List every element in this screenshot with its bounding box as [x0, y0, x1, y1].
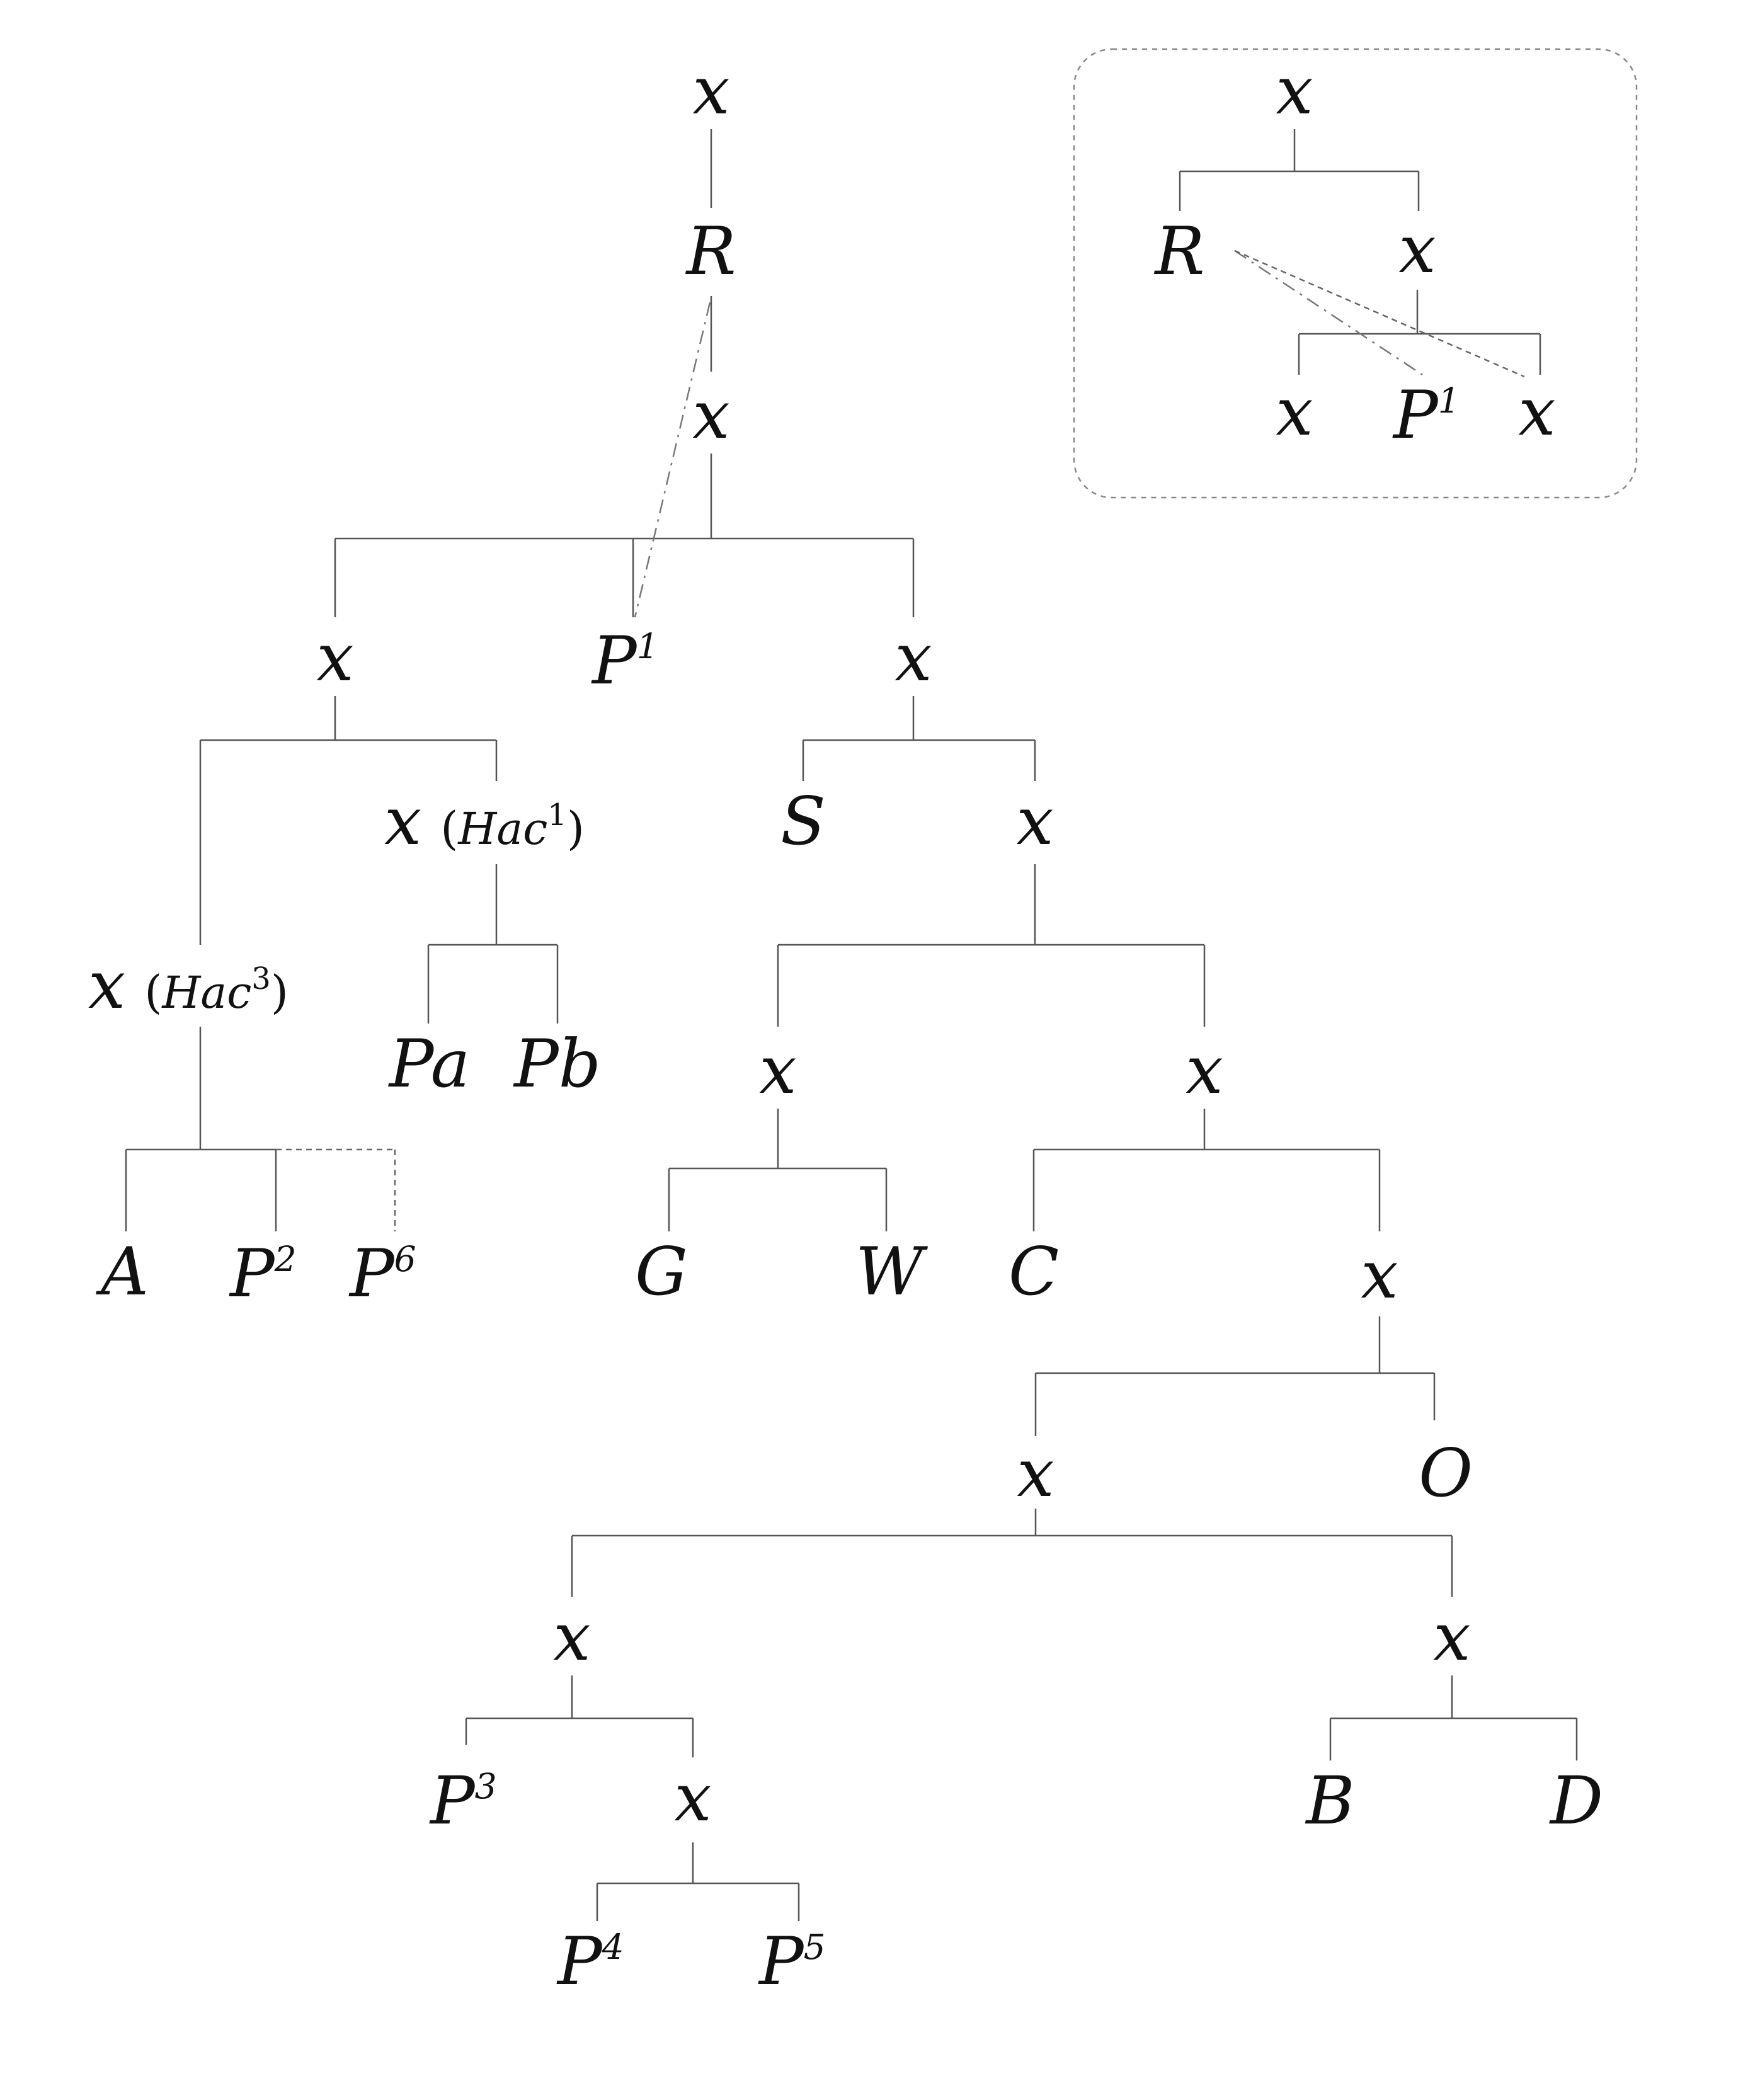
x-p45-node: x	[674, 1759, 711, 1836]
p5-node: P5	[758, 1923, 826, 2000]
leaf-pb: Pb	[513, 1025, 601, 1102]
p1-node: P1	[591, 622, 659, 699]
leaf-d: D	[1549, 1762, 1603, 1839]
x-c-sibling-node: x	[1361, 1236, 1398, 1313]
leaf-s: S	[780, 783, 826, 860]
right-x-node: x	[894, 619, 932, 696]
inset-panel: x R x x P1 x	[1073, 48, 1638, 499]
left-x-node: x	[316, 619, 353, 696]
inset-root-node: x	[1276, 52, 1313, 129]
leaf-pa: Pa	[388, 1025, 471, 1102]
leaf-w: W	[855, 1233, 929, 1310]
x-p3-node: x	[553, 1599, 590, 1675]
x-mid-node: x	[1017, 1435, 1054, 1512]
x-top-node: x	[692, 377, 729, 454]
inset-p1-node: P1	[1392, 377, 1460, 454]
x-hac1-node: x(Hac1)	[384, 783, 585, 860]
main-tree-labels: x R x x P1 x x(Hac1) x(Hac3) A P2 P6 Pa …	[88, 52, 1603, 2000]
main-tree-edges	[125, 129, 1578, 1921]
x-gw-node: x	[759, 1032, 796, 1109]
p2-node: P2	[229, 1235, 297, 1312]
inset-edges	[1179, 129, 1541, 378]
inset-r-node: R	[1153, 213, 1204, 290]
leaf-g: G	[635, 1233, 688, 1310]
x-right2-node: x	[1186, 1032, 1223, 1109]
leaf-b: B	[1305, 1762, 1354, 1839]
root-node: x	[692, 52, 729, 129]
inset-x-right-node: x	[1398, 211, 1436, 288]
r-node: R	[685, 213, 736, 290]
p3-node: P3	[429, 1762, 497, 1839]
inset-x-leaf2: x	[1518, 374, 1555, 450]
x-s-sibling-node: x	[1016, 783, 1053, 860]
p6-node: P6	[348, 1235, 416, 1312]
leaf-a: A	[96, 1233, 149, 1310]
x-bd-node: x	[1433, 1599, 1470, 1675]
x-hac3-node: x(Hac3)	[88, 947, 289, 1024]
inset-x-leaf1: x	[1276, 374, 1313, 450]
leaf-c: C	[1009, 1233, 1059, 1310]
p4-node: P4	[556, 1923, 624, 2000]
leaf-o: O	[1419, 1435, 1473, 1512]
